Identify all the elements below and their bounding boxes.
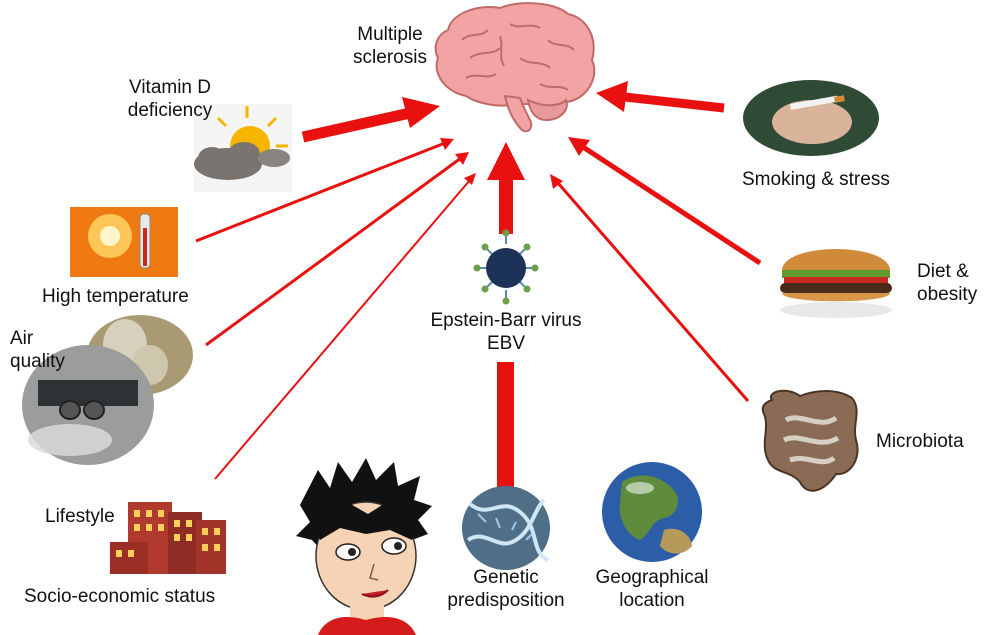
- label-air-quality-line2: quality: [10, 350, 65, 373]
- label-socio-economic: Socio-economic status: [24, 585, 215, 608]
- label-ebv-line2: EBV: [416, 332, 596, 355]
- label-ebv: Epstein-Barr virus EBV: [416, 309, 596, 355]
- center-title-line2: sclerosis: [330, 46, 450, 69]
- label-microbiota: Microbiota: [876, 430, 964, 453]
- label-genetic: Genetic predisposition: [436, 566, 576, 612]
- label-diet: Diet & obesity: [917, 260, 977, 306]
- arrow-diet: [568, 137, 760, 263]
- label-ebv-line1: Epstein-Barr virus: [416, 309, 596, 332]
- label-diet-line2: obesity: [917, 283, 977, 306]
- label-vitamin-d: Vitamin D deficiency: [110, 76, 230, 122]
- woman-illustration: [296, 458, 432, 635]
- label-diet-line1: Diet &: [917, 260, 977, 283]
- label-lifestyle: Lifestyle: [45, 505, 115, 528]
- center-title: Multiple sclerosis: [330, 23, 450, 69]
- label-vitamin-d-line2: deficiency: [110, 99, 230, 122]
- label-air-quality: Air quality: [10, 327, 65, 373]
- thermometer-heat-icon: [70, 207, 178, 277]
- label-geographical-line1: Geographical: [582, 566, 722, 589]
- burger-icon: [780, 249, 892, 318]
- brain-illustration: [436, 3, 595, 131]
- label-high-temperature: High temperature: [42, 285, 189, 308]
- dna-icon: [462, 486, 550, 570]
- label-smoking: Smoking & stress: [742, 168, 890, 191]
- center-title-line1: Multiple: [330, 23, 450, 46]
- arrow-genetic: [497, 362, 514, 490]
- arrow-smoking: [596, 81, 724, 112]
- label-geographical-line2: location: [582, 589, 722, 612]
- arrow-microbiota: [550, 174, 748, 401]
- cigarette-icon: [743, 80, 879, 156]
- label-vitamin-d-line1: Vitamin D: [110, 76, 230, 99]
- arrow-ebv: [487, 142, 525, 234]
- label-genetic-line1: Genetic: [436, 566, 576, 589]
- arrow-vitamin-d: [303, 97, 440, 137]
- intestines-icon: [763, 391, 858, 491]
- globe-icon: [602, 462, 702, 562]
- label-geographical: Geographical location: [582, 566, 722, 612]
- buildings-icon: [110, 502, 226, 574]
- label-air-quality-line1: Air: [10, 327, 65, 350]
- label-genetic-line2: predisposition: [436, 589, 576, 612]
- virus-icon: [474, 230, 539, 305]
